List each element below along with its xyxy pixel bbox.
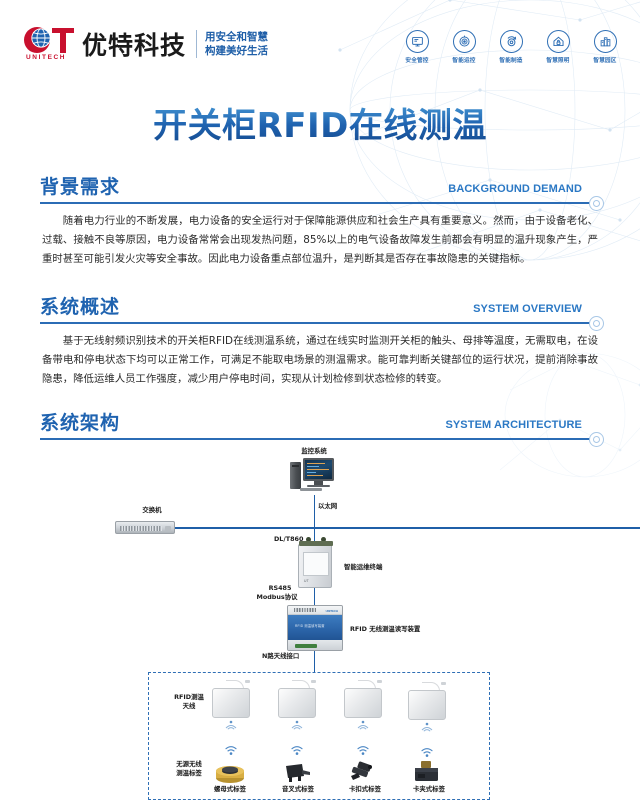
- nav-item-safety-control[interactable]: 安全管控: [400, 30, 434, 64]
- diagram-dashed-enclosure: [148, 672, 490, 800]
- gear-rotate-icon: [499, 30, 523, 53]
- logo-slogan-line2: 构建美好生活: [205, 45, 269, 57]
- signal-cone-icon: [357, 720, 369, 730]
- logo-divider: [196, 30, 198, 58]
- city-buildings-icon: [593, 30, 617, 53]
- diagram-wire-antenna-port: [314, 651, 316, 673]
- paragraph-background-demand: 随着电力行业的不断发展，电力设备的安全运行对于保障能源供应和社会生产具有重要意义…: [42, 215, 598, 265]
- wifi-signal-icon: [357, 746, 369, 755]
- paragraph-system-overview: 基于无线射频识别技术的开关柜RFID在线测温系统，通过在线实时监测开关柜的触头、…: [42, 335, 598, 385]
- tag-label-clamp: 卡夹式标签: [413, 785, 445, 793]
- wifi-signal-icon: [291, 746, 303, 755]
- clamp-tag-icon: [412, 760, 442, 789]
- section-end-dot-architecture: [589, 431, 604, 447]
- nav-item-smart-operation[interactable]: 智能运控: [447, 30, 481, 64]
- section-rule-background: [40, 202, 600, 204]
- diagram-label-tag-group-line1: 无源无线: [176, 760, 202, 768]
- diagram-label-tag-group-line2: 测温标签: [176, 769, 202, 777]
- section-title-en-architecture: SYSTEM ARCHITECTURE: [445, 418, 582, 431]
- rfid-reader-device-icon: UNITECH RFID 测温读写装置: [287, 605, 343, 651]
- signal-cone-icon: [421, 722, 433, 732]
- section-header-system-architecture: 系统架构 SYSTEM ARCHITECTURE: [40, 408, 604, 447]
- diagram-label-dlt860: DL/T860: [274, 535, 304, 543]
- rfid-antenna-panel-icon: [278, 680, 316, 718]
- wifi-signal-icon: [225, 746, 237, 755]
- diagram-label-terminal: 智能运维终端: [344, 563, 383, 571]
- monitor-screen-icon: [405, 30, 429, 53]
- section-title-en-overview: SYSTEM OVERVIEW: [473, 302, 582, 315]
- intelligent-terminal-icon: UT: [298, 537, 333, 588]
- nav-label-smart-operation: 智能运控: [452, 58, 476, 64]
- nav-item-smart-manufacturing[interactable]: 智能制造: [494, 30, 528, 64]
- network-switch-icon: [115, 521, 175, 534]
- logo-unitech-text: UNITECH: [26, 54, 67, 61]
- target-gauge-icon: [452, 30, 476, 53]
- diagram-label-rs485: RS485: [268, 584, 292, 592]
- snap-tag-icon: [348, 760, 378, 789]
- wifi-signal-icon: [421, 748, 433, 757]
- diagram-wire-rs485: [314, 588, 316, 619]
- section-end-dot-overview: [589, 315, 604, 331]
- nav-label-smart-park: 智慧园区: [593, 58, 617, 64]
- tag-label-snap: 卡扣式标签: [349, 785, 381, 793]
- system-architecture-diagram: 监控系统 以太网 交换机 DL/T860: [0, 440, 640, 802]
- page-title: 开关柜RFID在线测温: [0, 98, 640, 147]
- nav-item-smart-park[interactable]: 智慧园区: [588, 30, 622, 64]
- section-title-cn-background: 背景需求: [40, 176, 121, 198]
- diagram-label-antenna-group-line1: RFID测温: [174, 693, 204, 701]
- nav-label-smart-manufacturing: 智能制造: [499, 58, 523, 64]
- rfid-antenna-panel-icon: [408, 682, 446, 720]
- diagram-label-switch: 交换机: [142, 506, 162, 514]
- signal-cone-icon: [225, 720, 237, 730]
- diagram-label-antenna-group-line2: 天线: [182, 702, 196, 710]
- diagram-wire-ethernet: [314, 495, 316, 528]
- rfid-antenna-panel-icon: [344, 680, 382, 718]
- page-header: UNITECH 优特科技 用安全和智慧 构建美好生活: [0, 0, 640, 86]
- section-header-system-overview: 系统概述 SYSTEM OVERVIEW: [40, 292, 604, 331]
- rfid-antenna-panel-icon: [212, 680, 250, 718]
- header-nav-icons: 安全管控 智能运控: [400, 30, 622, 64]
- nut-tag-icon: [213, 758, 247, 789]
- home-lock-icon: [546, 30, 570, 53]
- diagram-label-antenna-port: N路天线接口: [262, 652, 300, 660]
- diagram-label-reader: RFID 无线测温读写装置: [350, 625, 421, 633]
- tag-label-nut: 螺母式标签: [214, 785, 246, 793]
- tag-label-fork: 音叉式标签: [282, 785, 314, 793]
- section-title-en-background: BACKGROUND DEMAND: [448, 182, 582, 195]
- logo-slogan: 用安全和智慧 构建美好生活: [205, 30, 268, 58]
- nav-label-smart-lighting: 智慧照明: [546, 58, 570, 64]
- diagram-label-ethernet: 以太网: [318, 502, 338, 510]
- nav-label-safety-control: 安全管控: [405, 58, 429, 64]
- logo-slogan-line1: 用安全和智慧: [205, 31, 269, 43]
- section-rule-overview: [40, 322, 600, 324]
- section-header-background-demand: 背景需求 BACKGROUND DEMAND: [40, 172, 604, 211]
- section-rule-architecture: [40, 438, 600, 440]
- section-title-cn-architecture: 系统架构: [40, 412, 121, 434]
- diagram-wire-bus-to-terminal: [314, 528, 316, 544]
- nav-item-smart-lighting[interactable]: 智慧照明: [541, 30, 575, 64]
- ut-globe-logo-icon: UNITECH: [22, 26, 78, 62]
- diagram-wire-bus: [175, 527, 640, 529]
- diagram-label-monitor-system: 监控系统: [301, 447, 327, 455]
- fork-tag-icon: [282, 760, 312, 789]
- diagram-label-modbus: Modbus协议: [256, 593, 298, 601]
- company-logo[interactable]: UNITECH 优特科技 用安全和智慧 构建美好生活: [22, 26, 268, 62]
- section-end-dot-background: [589, 195, 604, 211]
- section-title-cn-overview: 系统概述: [40, 296, 121, 318]
- logo-brand-cn: 优特科技: [82, 31, 187, 60]
- signal-cone-icon: [291, 720, 303, 730]
